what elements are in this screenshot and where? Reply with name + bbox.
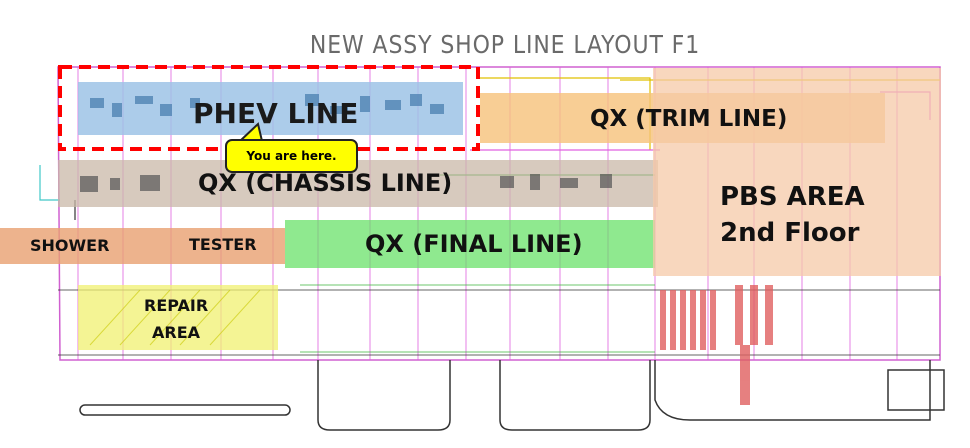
tester-label: TESTER [189, 235, 257, 254]
repair-area-zone [78, 285, 278, 350]
diagram-title: NEW ASSY SHOP LINE LAYOUT F1 [309, 30, 701, 59]
shower-tester-zone [0, 228, 285, 264]
pbs-area-label: PBS AREA [720, 182, 865, 212]
repair-label: REPAIR [144, 296, 209, 315]
pbs-area-zone [653, 68, 941, 276]
chassis-line-label: QX (CHASSIS LINE) [198, 169, 453, 197]
final-line-zone [285, 220, 655, 268]
trim-line-label: QX (TRIM LINE) [590, 106, 788, 132]
pbs-racks [660, 285, 773, 405]
phev-line-label: PHEV LINE [193, 97, 359, 130]
phev-equipment [90, 94, 444, 117]
chassis-equipment [80, 174, 612, 192]
lower-bays [79, 360, 945, 431]
repair-area-label: AREA [152, 323, 201, 342]
shower-label: SHOWER [30, 236, 110, 255]
you-are-here-callout: You are here. [225, 139, 358, 173]
repair-hatching [89, 289, 261, 346]
pbs-floor-label: 2nd Floor [720, 218, 860, 248]
final-line-label: QX (FINAL LINE) [365, 230, 583, 258]
